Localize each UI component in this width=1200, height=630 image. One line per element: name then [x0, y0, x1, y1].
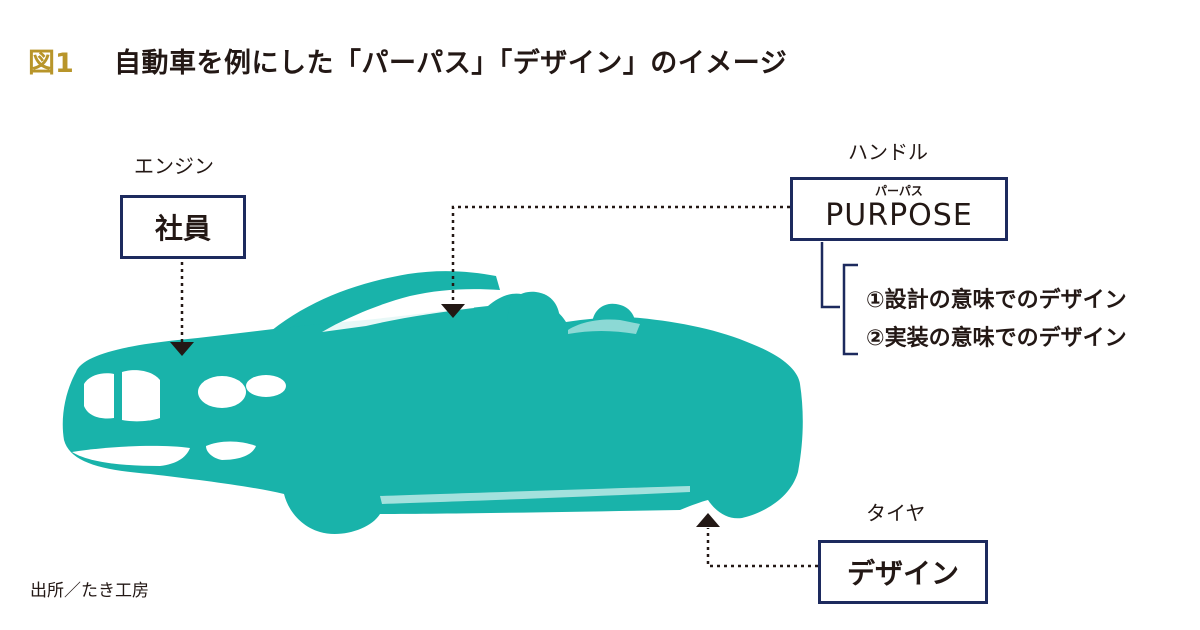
figure-title-row: 図1 自動車を例にした「パーパス」「デザイン」のイメージ: [28, 36, 787, 84]
tire-label: タイヤ: [866, 501, 926, 525]
design-box: デザイン: [818, 540, 988, 604]
employees-text: 社員: [154, 212, 211, 245]
grille-left: [84, 373, 114, 419]
handle-label: ハンドル: [848, 140, 928, 164]
engine-label: エンジン: [134, 154, 214, 178]
design-text: デザイン: [846, 557, 959, 590]
figure-number: 図1: [28, 47, 74, 79]
purpose-item-1: ①設計の意味でのデザイン: [866, 288, 1127, 313]
bumper-intake-left: [72, 445, 190, 466]
handle-connector: [451, 205, 790, 304]
side-skirt-gap: [380, 486, 690, 504]
headlight-small: [246, 375, 286, 397]
figure-title: 自動車を例にした「パーパス」「デザイン」のイメージ: [114, 47, 788, 79]
purpose-bracket: [820, 242, 840, 309]
tire-connector: [706, 528, 818, 568]
purpose-ruby: パーパス: [875, 184, 923, 198]
items-bracket: [842, 263, 858, 356]
handle-arrow-icon: [441, 304, 465, 318]
headlight-large: [198, 376, 246, 408]
bumper-intake-right: [206, 441, 256, 460]
seat-headrest-front: [507, 291, 560, 322]
grille-right: [122, 370, 160, 422]
tire-arrow-icon: [696, 513, 720, 527]
source-credit: 出所／たき工房: [30, 581, 149, 601]
purpose-item-2: ②実装の意味でのデザイン: [866, 326, 1127, 351]
engine-arrow-icon: [170, 342, 194, 356]
purpose-box: パーパス PURPOSE: [790, 177, 1008, 241]
car-body: [62, 293, 803, 534]
cabin-openings: [322, 294, 640, 334]
connectors: [180, 205, 818, 568]
employees-box: 社員: [120, 195, 246, 259]
purpose-text: PURPOSE: [825, 197, 973, 233]
